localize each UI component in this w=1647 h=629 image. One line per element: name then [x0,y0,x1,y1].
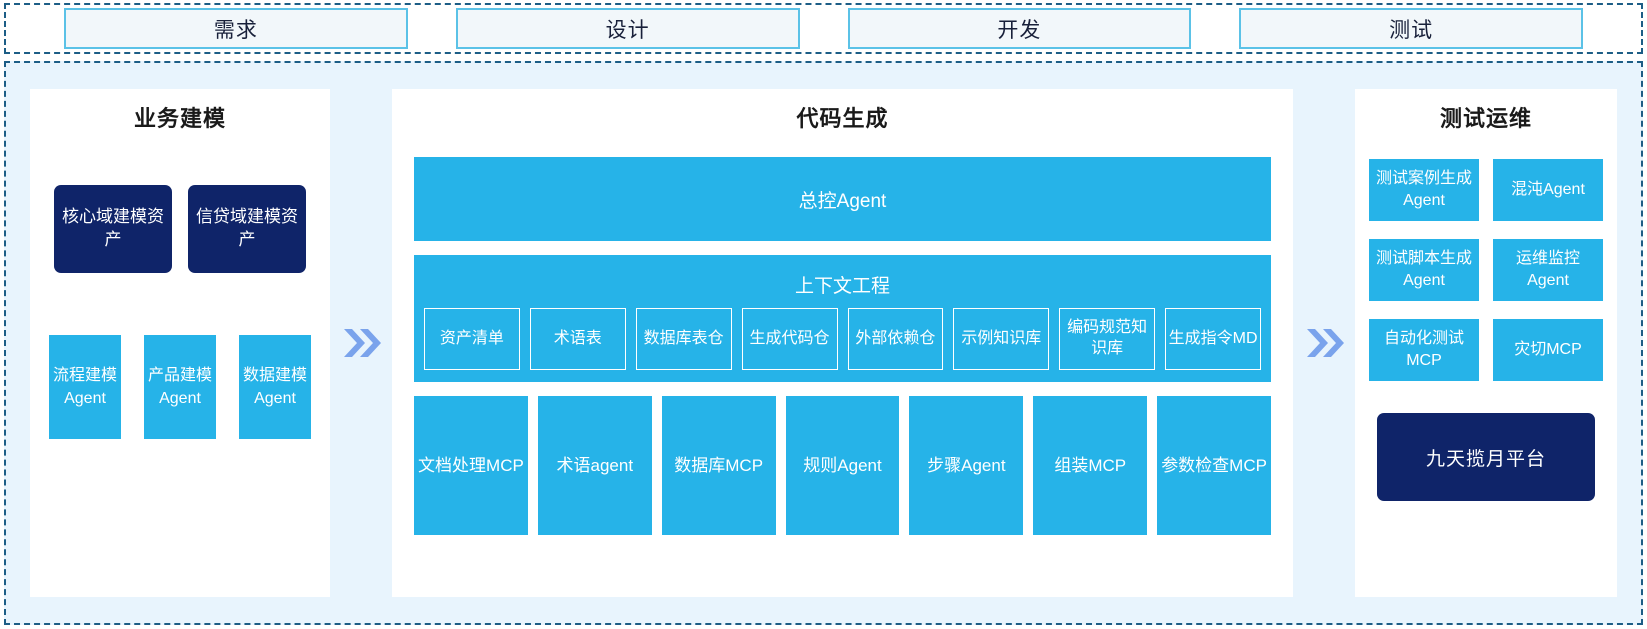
context-item-example-knowledge-base[interactable]: 示例知识库 [953,308,1050,370]
agent-card-product-modeling[interactable]: 产品建模Agent [144,335,216,439]
context-item-label: 生成指令MD [1168,329,1258,347]
context-item-label: 示例知识库 [961,329,1042,347]
context-item-label: 数据库表仓 [643,329,724,347]
tool-card-document-processing-mcp[interactable]: 文档处理MCP [414,396,528,535]
phase-box-design[interactable]: 设计 [455,8,800,49]
panel-code-generation: 代码生成 总控Agent 上下文工程 资产清单 术语表 [392,89,1293,597]
context-item-asset-list[interactable]: 资产清单 [424,308,520,370]
context-item-generation-instruction-md[interactable]: 生成指令MD [1165,308,1261,370]
agent-card-data-modeling[interactable]: 数据建模Agent [239,335,311,439]
tool-card-database-mcp[interactable]: 数据库MCP [661,396,776,535]
context-item-label: 外部依赖仓 [855,329,936,347]
card-automated-test-mcp[interactable]: 自动化测试MCP [1369,319,1479,381]
tool-card-label: 规则Agent [803,455,882,475]
double-chevron-right-icon [1293,89,1355,597]
context-item-label: 生成代码仓 [749,329,830,347]
tool-card-glossary-agent[interactable]: 术语agent [537,396,652,535]
master-agent-label: 总控Agent [798,190,887,212]
card-label: 测试脚本生成Agent [1375,250,1472,289]
context-item-row: 资产清单 术语表 数据库表仓 生成代码仓 外部依赖仓 [424,308,1261,370]
tool-card-label: 参数检查MCP [1161,455,1267,475]
context-engineering-title: 上下文工程 [794,276,890,297]
tool-card-row: 文档处理MCP 术语agent 数据库MCP 规则Agent 步骤Agent [414,396,1272,535]
context-item-label: 术语表 [553,329,602,347]
tool-card-assembly-mcp[interactable]: 组装MCP [1033,396,1148,535]
panel-title: 业务建模 [133,106,226,131]
phase-label: 需求 [213,18,258,42]
architecture-container: 业务建模 核心域建模资产 信贷域建模资产 流程建模Agent 产品建模Agent… [4,61,1643,625]
context-item-coding-standard-knowledge-base[interactable]: 编码规范知识库 [1059,308,1156,370]
card-test-script-generation-agent[interactable]: 测试脚本生成Agent [1369,239,1479,301]
panel-business-modeling: 业务建模 核心域建模资产 信贷域建模资产 流程建模Agent 产品建模Agent… [30,89,330,597]
phase-box-testing[interactable]: 测试 [1239,8,1583,49]
tool-card-label: 组装MCP [1054,455,1127,475]
card-test-case-generation-agent[interactable]: 测试案例生成Agent [1369,159,1479,221]
context-item-db-table-repo[interactable]: 数据库表仓 [635,308,732,370]
context-item-label: 资产清单 [439,329,504,347]
panel-title: 代码生成 [796,106,889,131]
card-label: 测试案例生成Agent [1375,170,1472,209]
panel-title: 测试运维 [1439,106,1532,131]
double-chevron-right-icon [330,89,392,597]
context-item-label: 编码规范知识库 [1067,319,1148,357]
master-agent-bar[interactable]: 总控Agent [414,157,1271,241]
context-engineering-box: 上下文工程 资产清单 术语表 数据库表仓 生成代码仓 [414,255,1271,382]
tool-card-rule-agent[interactable]: 规则Agent [785,396,900,535]
asset-card-credit-domain[interactable]: 信贷域建模资产 [188,185,306,273]
context-item-glossary[interactable]: 术语表 [529,308,626,370]
phase-strip: 需求 设计 开发 测试 [4,3,1643,54]
phase-label: 设计 [605,18,650,42]
tool-card-label: 步骤Agent [927,455,1006,475]
asset-card-label: 核心域建模资产 [62,207,164,249]
context-item-generated-code-repo[interactable]: 生成代码仓 [741,308,838,370]
tool-card-label: 文档处理MCP [418,455,524,475]
card-chaos-agent[interactable]: 混沌Agent [1493,159,1603,221]
modeling-agent-row: 流程建模Agent 产品建模Agent 数据建模Agent [49,335,311,439]
panel-test-operations: 测试运维 测试案例生成Agent 混沌Agent 测试脚本生成Agent 运维监… [1355,89,1617,597]
card-label: 运维监控Agent [1515,250,1580,289]
tool-card-label: 术语agent [556,455,634,475]
agent-card-label: 流程建模Agent [52,366,117,407]
asset-card-core-domain[interactable]: 核心域建模资产 [54,185,172,273]
phase-label: 测试 [1389,18,1434,42]
asset-card-row: 核心域建模资产 信贷域建模资产 [54,185,306,273]
card-disaster-switch-mcp[interactable]: 灾切MCP [1493,319,1603,381]
test-ops-card-grid: 测试案例生成Agent 混沌Agent 测试脚本生成Agent 运维监控Agen… [1369,159,1603,381]
tool-card-parameter-check-mcp[interactable]: 参数检查MCP [1157,396,1272,535]
asset-card-label: 信贷域建模资产 [196,207,298,249]
tool-card-step-agent[interactable]: 步骤Agent [909,396,1024,535]
context-item-external-dependency-repo[interactable]: 外部依赖仓 [847,308,944,370]
platform-card-jiutian-lanyue[interactable]: 九天揽月平台 [1377,413,1595,501]
agent-card-label: 产品建模Agent [147,366,212,407]
phase-box-development[interactable]: 开发 [847,8,1192,49]
card-ops-monitoring-agent[interactable]: 运维监控Agent [1493,239,1603,301]
card-label: 灾切MCP [1514,341,1582,359]
tool-card-label: 数据库MCP [674,455,764,475]
agent-card-label: 数据建模Agent [242,366,307,407]
phase-box-requirements[interactable]: 需求 [64,8,408,49]
center-panel-body: 总控Agent 上下文工程 资产清单 术语表 数据库表仓 [392,133,1293,535]
agent-card-process-modeling[interactable]: 流程建模Agent [49,335,121,439]
phase-label: 开发 [997,18,1042,42]
card-label: 自动化测试MCP [1383,330,1464,369]
card-label: 混沌Agent [1511,181,1585,199]
platform-card-label: 九天揽月平台 [1425,448,1546,470]
